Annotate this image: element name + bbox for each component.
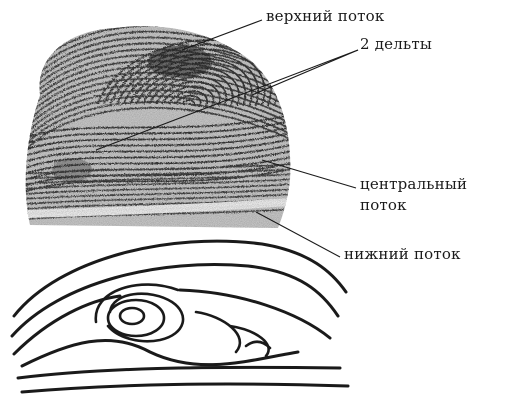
fingerprint-image: [20, 20, 300, 235]
leader-lower-flow: [256, 212, 340, 257]
label-two-deltas: 2 дельты: [360, 36, 432, 53]
print-grain: [20, 20, 300, 235]
drawing-whorl-core: [120, 308, 144, 324]
drawing-upper-arch-3: [14, 296, 120, 354]
label-lower-flow: нижний поток: [344, 246, 461, 263]
drawing-upper-arch-2: [12, 264, 338, 336]
drawing-lower-flow-2: [22, 384, 348, 392]
drawing-central-loop-1: [196, 312, 240, 352]
label-central-flow-line1: центральный: [360, 176, 467, 193]
drawing-central-flow-1: [22, 340, 298, 366]
leader-delta-1: [252, 50, 358, 95]
drawing-whorl-ring-1: [108, 300, 164, 336]
label-central-flow-line2: поток: [360, 197, 407, 214]
label-upper-flow: верхний поток: [266, 8, 384, 25]
ridge-flow-drawing: [12, 241, 348, 392]
drawing-lower-flow-1: [18, 367, 340, 378]
